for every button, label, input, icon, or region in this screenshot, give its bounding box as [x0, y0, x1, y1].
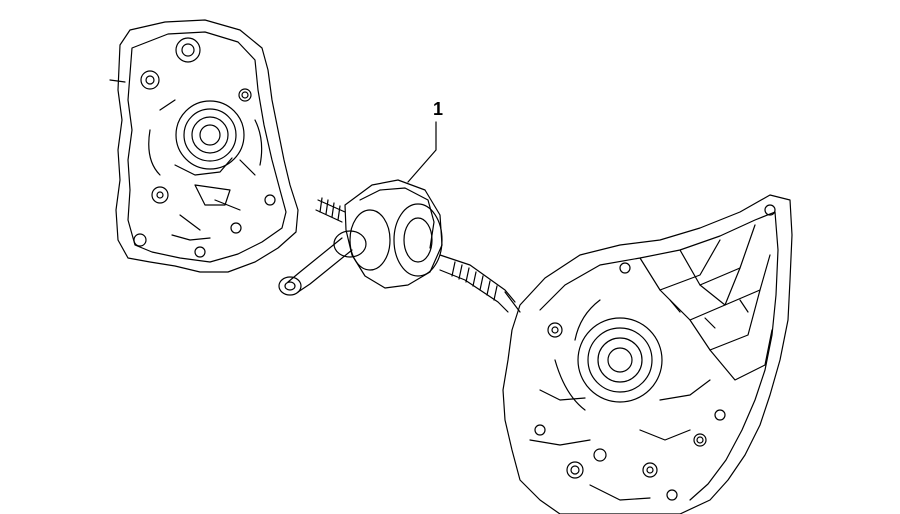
callout-leader-line	[407, 121, 437, 183]
crankshaft-assembly	[278, 179, 521, 313]
left-crankcase-half	[109, 19, 299, 273]
right-crankcase-half	[502, 194, 793, 514]
callout-label-1: 1	[433, 99, 444, 119]
